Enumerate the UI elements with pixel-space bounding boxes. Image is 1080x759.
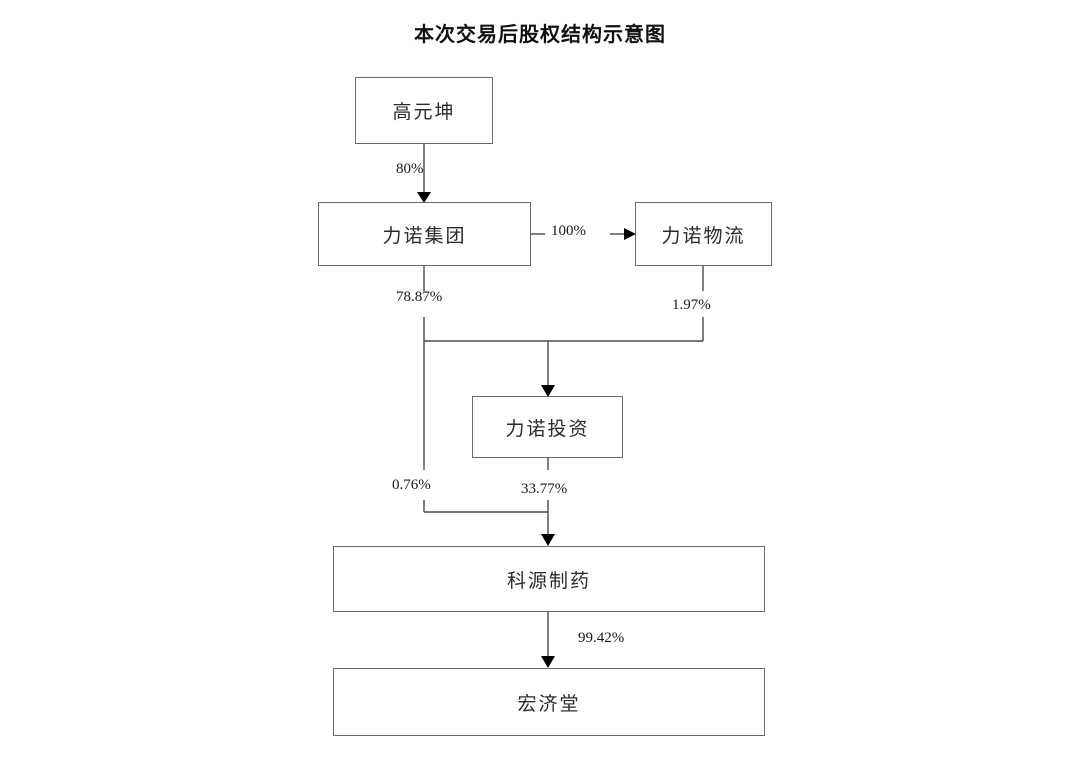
edge-label-linuo-investment-to-keyuan-pharma: 33.77% <box>521 481 568 497</box>
node-hongjitang[interactable]: 宏济堂 <box>333 668 765 736</box>
edge-label-linuo-logistics-to-linuo-investment: 1.97% <box>672 297 711 313</box>
edge-label-keyuan-pharma-to-hongjitang: 99.42% <box>578 630 625 646</box>
node-label-keyuan-pharma: 科源制药 <box>506 570 591 592</box>
edge-label-linuo-group-to-keyuan-pharma: 0.76% <box>392 477 431 493</box>
node-linuo-investment[interactable]: 力诺投资 <box>472 396 623 458</box>
node-label-linuo-logistics: 力诺物流 <box>661 225 746 247</box>
node-label-gaoyuankun: 高元坤 <box>392 102 456 123</box>
node-linuo-group[interactable]: 力诺集团 <box>318 202 531 266</box>
node-label-linuo-group: 力诺集团 <box>382 225 467 247</box>
node-gaoyuankun[interactable]: 高元坤 <box>355 77 493 144</box>
edge-label-linuo-group-to-linuo-logistics: 100% <box>551 223 586 239</box>
edge-label-linuo-group-to-linuo-investment: 78.87% <box>396 289 443 305</box>
edge-label-gaoyuankun-to-linuo-group: 80% <box>396 161 424 177</box>
page-title: 本次交易后股权结构示意图 <box>414 24 666 46</box>
node-label-hongjitang: 宏济堂 <box>517 693 581 715</box>
node-linuo-logistics[interactable]: 力诺物流 <box>635 202 772 266</box>
node-label-linuo-investment: 力诺投资 <box>505 418 590 440</box>
node-keyuan-pharma[interactable]: 科源制药 <box>333 546 765 612</box>
